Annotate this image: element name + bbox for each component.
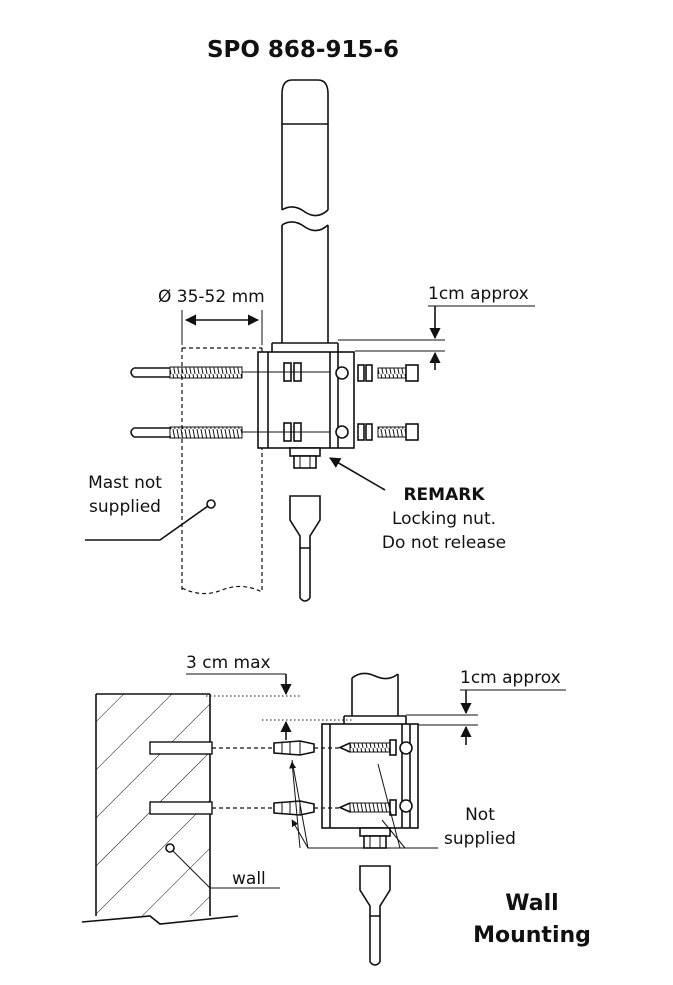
remark-line1: Locking nut. bbox=[392, 509, 496, 529]
wall-mounting-heading-line1: Wall bbox=[505, 891, 558, 916]
mast-not-supplied-line2: supplied bbox=[89, 497, 161, 517]
wood-screw-top bbox=[338, 739, 397, 756]
wall-mounting-diagram: 3 cm max 1cm approx bbox=[81, 653, 591, 966]
remark-title: REMARK bbox=[403, 485, 485, 505]
side-bolt-bottom bbox=[357, 423, 419, 441]
mast-not-supplied-line1: Mast not bbox=[88, 473, 162, 493]
diagram-title: SPO 868-915-6 bbox=[207, 37, 399, 63]
mast-outline bbox=[181, 347, 263, 595]
wall-cable-connector bbox=[359, 865, 391, 966]
wall-locking-nut bbox=[359, 827, 391, 849]
wall-antenna-tube bbox=[343, 672, 407, 724]
wall-mounting-heading-line2: Mounting bbox=[473, 923, 591, 948]
remark-line2: Do not release bbox=[382, 533, 506, 553]
antenna-tube bbox=[271, 79, 339, 352]
mast-diameter-label: Ø 35-52 mm bbox=[158, 287, 265, 307]
cable-connector bbox=[289, 495, 321, 602]
locking-nut bbox=[289, 447, 321, 469]
u-bolt-top bbox=[130, 366, 330, 379]
mast-mounting-diagram: Ø 35-52 mm 1cm approx bbox=[85, 79, 535, 602]
wall-label: wall bbox=[232, 869, 266, 889]
mounting-bracket bbox=[257, 351, 355, 449]
not-supplied-line1: Not bbox=[465, 805, 495, 825]
u-bolt-bottom bbox=[130, 426, 330, 439]
wall-leader-line bbox=[172, 850, 280, 889]
not-supplied-line2: supplied bbox=[444, 829, 516, 849]
mast-leader-line bbox=[85, 505, 209, 541]
wall-max-label: 3 cm max bbox=[186, 653, 271, 673]
mast-gap-label: 1cm approx bbox=[428, 284, 529, 304]
wall-plug-top bbox=[273, 740, 315, 756]
side-bolt-top bbox=[357, 364, 419, 382]
wall-gap-label: 1cm approx bbox=[460, 668, 561, 688]
wall-block bbox=[81, 693, 239, 925]
wood-screw-bottom bbox=[338, 799, 397, 816]
wall-plug-bottom bbox=[273, 800, 315, 816]
remark-arrow bbox=[329, 457, 386, 491]
